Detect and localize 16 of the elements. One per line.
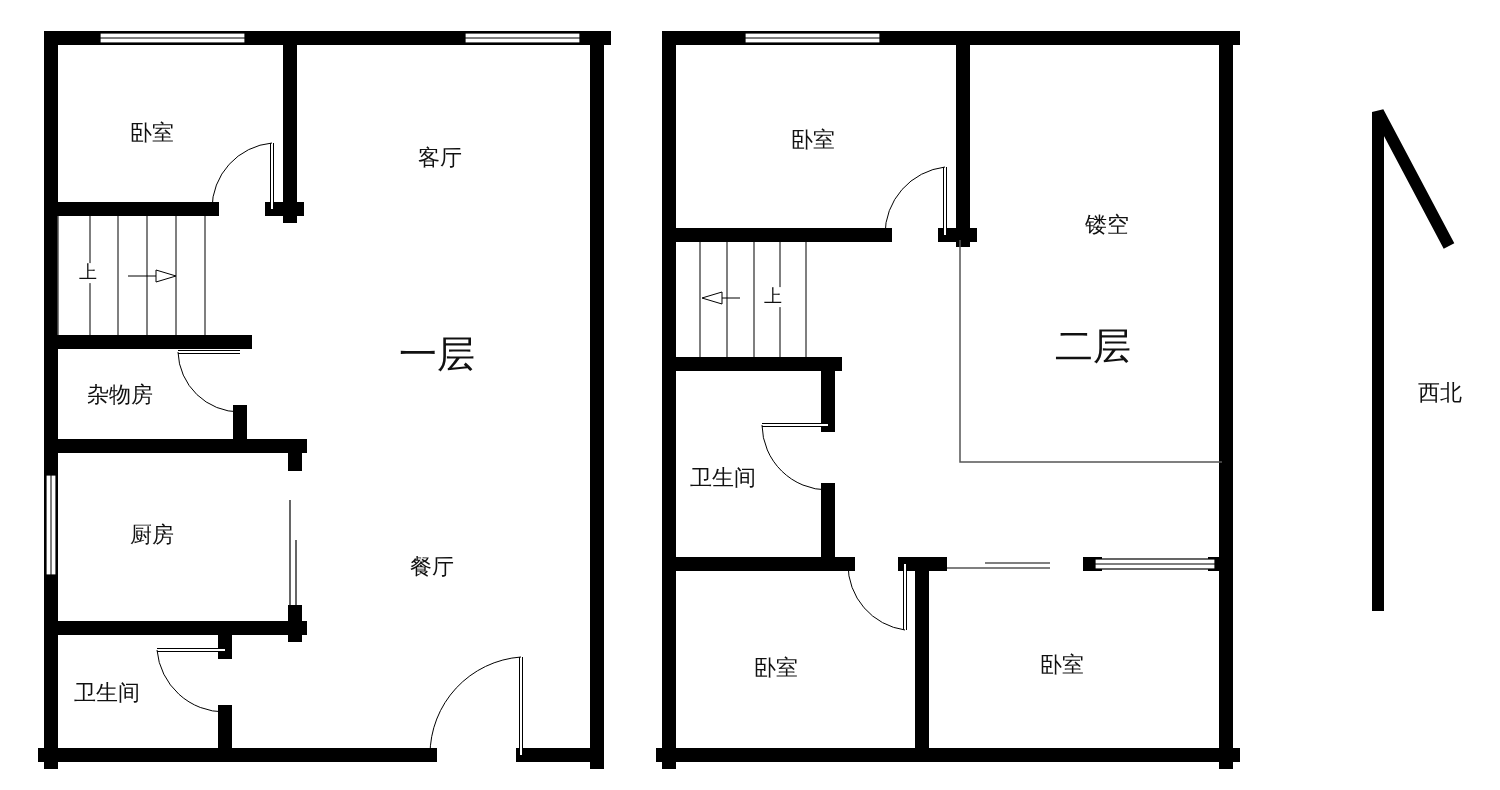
room-label: 杂物房 xyxy=(87,382,153,408)
stair-label: 上 xyxy=(764,287,782,307)
floor-label: 二层 xyxy=(1055,326,1131,368)
room-label: 卫生间 xyxy=(74,680,140,706)
room-label: 厨房 xyxy=(130,522,174,548)
room-label: 卧室 xyxy=(1040,652,1084,678)
room-label: 餐厅 xyxy=(410,554,454,580)
room-label: 客厅 xyxy=(418,145,462,171)
room-label: 卧室 xyxy=(754,655,798,681)
stair-label: 上 xyxy=(79,263,97,283)
floor-label: 一层 xyxy=(399,334,475,376)
room-label: 镂空 xyxy=(1085,212,1129,238)
room-label: 卧室 xyxy=(791,127,835,153)
direction-label: 西北 xyxy=(1418,380,1462,406)
room-label: 卧室 xyxy=(130,120,174,146)
room-label: 卫生间 xyxy=(690,465,756,491)
